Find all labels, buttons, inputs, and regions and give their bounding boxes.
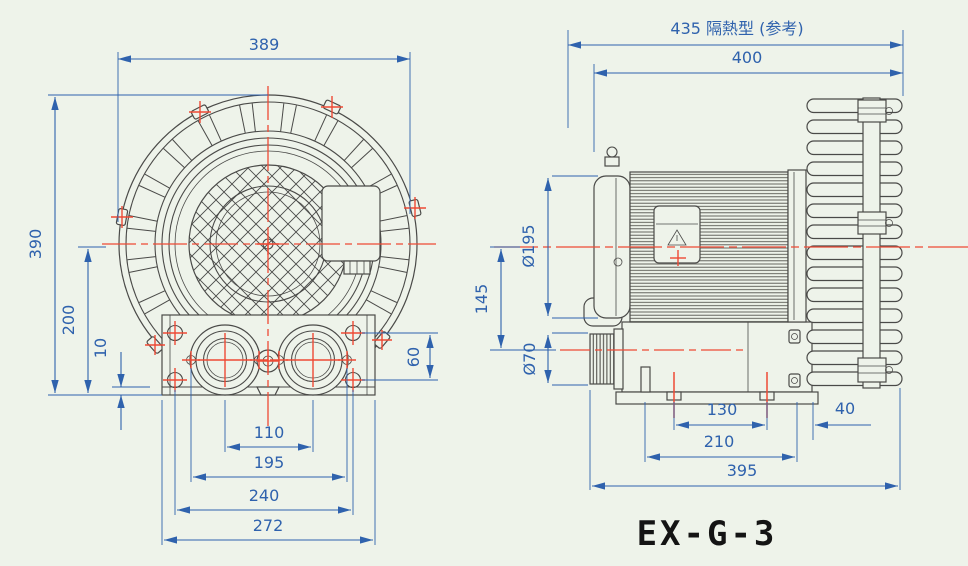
dim-front-height: 390 (26, 229, 45, 260)
dim-hole-spacing: 240 (249, 486, 280, 505)
base-rib (640, 366, 651, 393)
dim-port-diameter: Ø70 (520, 343, 539, 376)
motor-rear-bracket (787, 169, 807, 323)
eyebolt-base (604, 156, 620, 167)
dim-flange-spacing: 195 (254, 453, 285, 472)
dim-foot: 10 (91, 338, 110, 358)
dim-insulated-length: 435 隔熱型 (参考) (670, 19, 803, 38)
dim-hole-vertical: 60 (404, 347, 423, 367)
drain-plug (613, 257, 623, 267)
dim-motor-diameter: Ø195 (519, 224, 538, 267)
model-label: EX-G-3 (637, 514, 778, 554)
strap-clamp-mid (857, 211, 893, 235)
dim-center-height: 200 (59, 305, 78, 336)
dim-overall-length: 400 (732, 48, 763, 67)
clamp-strap (862, 97, 881, 389)
port-flange (613, 328, 624, 390)
flange-bolt (788, 329, 801, 344)
dim-end-gap: 40 (835, 399, 855, 418)
junction-box (653, 205, 701, 264)
center-cross-marks (111, 96, 686, 392)
flange-bolt (788, 373, 801, 388)
dim-foot-spacing: 130 (707, 400, 738, 419)
threaded-port (589, 333, 615, 385)
silencer-base (621, 321, 813, 393)
base-tab (256, 386, 280, 396)
dim-axis-offset: 145 (472, 284, 491, 315)
dim-total-length: 395 (727, 461, 758, 480)
dimension-layer: 389 390 200 10 60 110 195 240 272 (26, 19, 904, 545)
eyebolt (606, 146, 618, 158)
strap-clamp-bottom (857, 357, 893, 383)
strap-clamp-top (857, 99, 893, 123)
terminal-box-front (321, 185, 381, 262)
warning-triangle-icon (667, 229, 687, 246)
side-view (583, 97, 903, 405)
blower-fins-side (806, 98, 903, 387)
dim-port-spacing: 110 (254, 423, 285, 442)
dim-base-width: 272 (253, 516, 284, 535)
dim-front-width: 389 (249, 35, 280, 54)
dim-base-length: 210 (704, 432, 735, 451)
